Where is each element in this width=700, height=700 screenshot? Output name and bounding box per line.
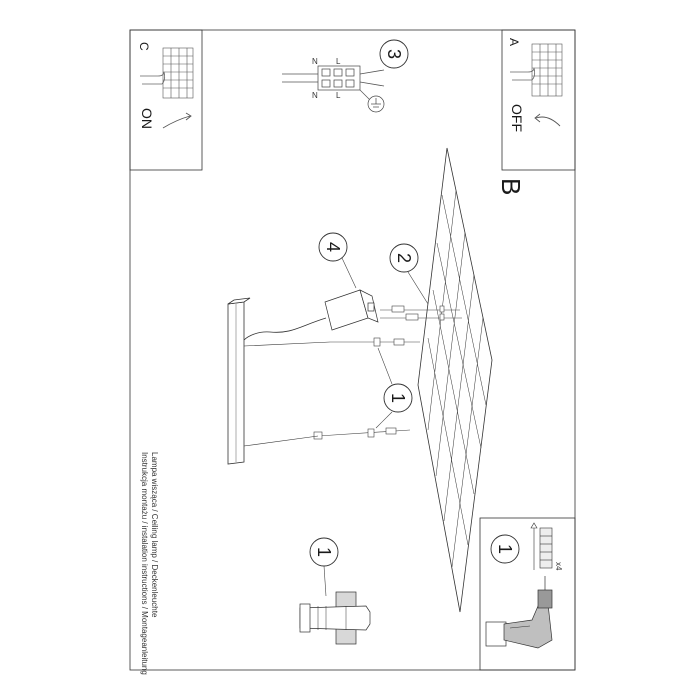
caption-line-2: Lampa wisząca / Ceiling lamp / Deckenleu… (150, 452, 159, 618)
panel-c-letter: C (137, 42, 151, 51)
callout-1-drill-number: 1 (495, 544, 515, 554)
suspension-wire-top (243, 341, 331, 347)
callout-1-middle (383, 383, 413, 413)
callout-2-number: 2 (394, 253, 414, 263)
wall-dowel-icon (299, 591, 371, 645)
ceiling-grid (417, 147, 493, 613)
terminal-top-mid: L (336, 57, 341, 66)
callout-1-dowel-number: 1 (314, 547, 334, 557)
screw-and-dowel-icon (530, 522, 553, 570)
panel-a: A OFF (501, 29, 576, 171)
breaker-panel-a-icon (531, 43, 563, 97)
suspension-wire-bottom (243, 435, 319, 447)
callout-1-middle-number: 1 (388, 393, 408, 403)
hand-icon (140, 71, 166, 85)
callout-3 (379, 39, 409, 69)
breaker-panel-c-icon (162, 47, 194, 99)
section-b-letter: B (496, 178, 526, 195)
panel-a-letter: A (507, 38, 521, 46)
panel-c: C ON (129, 29, 203, 171)
panel-drill: 1 x4 (479, 517, 576, 671)
caption-line-1: Instrukcja montażu / instalation instruc… (140, 452, 149, 675)
callout-3-number: 3 (384, 49, 404, 59)
terminal-bottom-mid: L (336, 91, 341, 100)
panel-a-state: OFF (509, 104, 525, 132)
step-3-connector: 3 N L N L (282, 39, 409, 113)
page-frame (129, 29, 576, 671)
power-cable (243, 317, 327, 341)
hand-icon-a (510, 67, 536, 81)
panel-c-state: ON (139, 108, 155, 129)
rotate-arrow-c-icon (162, 115, 191, 129)
mounting-screws (313, 305, 462, 440)
drill-icon (485, 576, 553, 649)
callout-4 (318, 232, 348, 262)
callout-4-number: 4 (323, 242, 343, 252)
rotate-arrow-a-icon (535, 116, 561, 127)
kit-quantity: x4 (554, 562, 563, 571)
callout-2 (389, 243, 419, 273)
callout-1-drill (490, 534, 520, 564)
terminal-block-icon (317, 65, 361, 91)
lamp-body (227, 297, 251, 465)
terminal-bottom-left: N (312, 91, 318, 100)
terminal-top-left: N (312, 57, 318, 66)
driver-box (324, 289, 379, 331)
